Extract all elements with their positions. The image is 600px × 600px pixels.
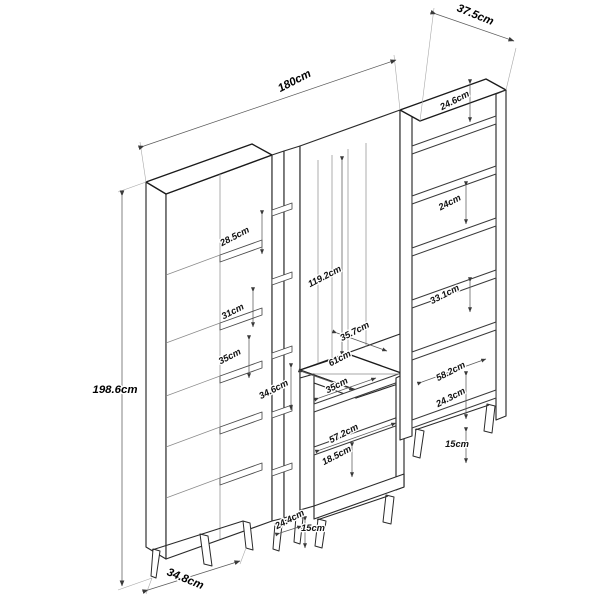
- dim-center-35-7: [331, 329, 388, 352]
- dimension-label-base-34-8: 34.8cm: [165, 566, 205, 592]
- dimension-label-right-24: 24cm: [436, 192, 463, 212]
- middle-column-shelves: [271, 202, 293, 477]
- dim-depth-37-5: [419, 7, 517, 122]
- center-lower-left-panel: [299, 373, 315, 511]
- dim-center-35: [313, 377, 377, 402]
- dimension-label-mid-15: 15cm: [301, 523, 325, 533]
- dimension-label-right-15: 15cm: [445, 439, 469, 449]
- dim-width-180: [137, 54, 401, 183]
- dimension-label-right-33-1: 33.1cm: [428, 283, 461, 306]
- dimension-label-right-58-2: 58.2cm: [434, 360, 467, 383]
- right-tower-shelves: [411, 115, 497, 429]
- dim-right-58-2: [416, 358, 487, 386]
- right-tower-right-panel: [495, 89, 507, 421]
- dim-base-34-8: [141, 547, 247, 595]
- left-cabinet-shelves: [165, 239, 263, 499]
- dim-center-57-2: [314, 422, 397, 454]
- left-tall-cabinet: [145, 143, 273, 579]
- dimension-label-height-198-6: 198.6cm: [93, 384, 138, 396]
- dimension-label-width-180: 180cm: [276, 68, 313, 95]
- dim-mid-24-4: [274, 525, 303, 537]
- dimension-label-depth-37-5: 37.5cm: [455, 2, 495, 28]
- middle-narrow-cabinet: [271, 145, 304, 552]
- middle-column-front: [283, 145, 301, 519]
- right-shelf-tower: [399, 78, 507, 459]
- right-tower-legs: [412, 403, 496, 459]
- center-legs: [313, 473, 405, 549]
- right-tower-left-panel: [399, 105, 413, 441]
- left-cabinet-outer-side: [145, 181, 167, 560]
